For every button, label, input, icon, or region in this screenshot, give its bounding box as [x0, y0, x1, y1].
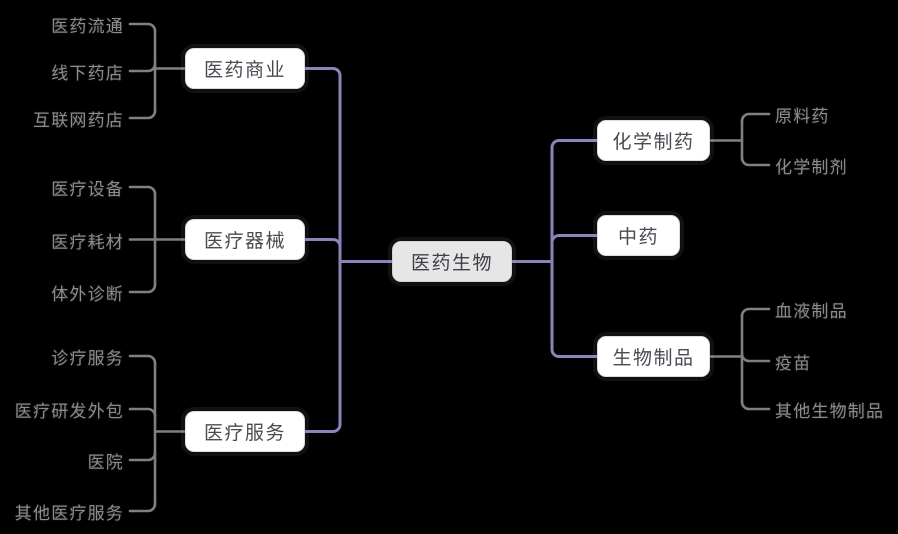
branch-node-zhongyao[interactable]: 中药	[597, 215, 680, 256]
branch-node-shengwu-zhipin[interactable]: 生物制品	[597, 336, 710, 377]
leaf-node-yiliao-fuwu-3[interactable]: 其他医疗服务	[14, 503, 124, 524]
connector-path	[128, 354, 157, 365]
connector-path	[128, 109, 157, 120]
connector-path	[128, 451, 157, 462]
leaf-node-yiliao-fuwu-2[interactable]: 医院	[87, 452, 124, 473]
leaf-node-huaxue-zhiyao-0[interactable]: 原料药	[775, 106, 830, 127]
branch-node-yiliao-fuwu[interactable]: 医疗服务	[185, 411, 305, 452]
connector-path	[303, 67, 342, 77]
connector-path	[740, 400, 771, 411]
leaf-node-yiliao-fuwu-0[interactable]: 诊疗服务	[51, 348, 124, 369]
connector-path	[128, 283, 157, 294]
connector-path	[128, 22, 157, 33]
leaf-node-huaxue-zhiyao-1[interactable]: 化学制剂	[775, 157, 848, 178]
leaf-node-yiyao-shangye-0[interactable]: 医药流通	[51, 16, 124, 37]
connector-path	[740, 352, 771, 363]
root-node[interactable]: 医药生物	[392, 241, 512, 282]
leaf-node-shengwu-zhipin-1[interactable]: 疫苗	[775, 353, 812, 374]
leaf-node-yiliao-qixie-2[interactable]: 体外诊断	[51, 284, 124, 305]
leaf-node-shengwu-zhipin-0[interactable]: 血液制品	[775, 301, 848, 322]
connector-path	[128, 502, 157, 513]
branch-node-huaxue-zhiyao[interactable]: 化学制药	[597, 120, 710, 161]
connector-path	[550, 348, 599, 358]
connector-path	[303, 423, 342, 433]
leaf-node-yiliao-qixie-0[interactable]: 医疗设备	[51, 179, 124, 200]
leaf-node-yiliao-qixie-1[interactable]: 医疗耗材	[51, 232, 124, 253]
leaf-node-yiliao-fuwu-1[interactable]: 医疗研发外包	[14, 401, 124, 422]
connector-path	[128, 62, 157, 73]
connector-path	[128, 407, 157, 418]
connector-path	[740, 307, 771, 318]
connector-path	[550, 139, 599, 149]
branch-node-yiyao-shangye[interactable]: 医药商业	[185, 48, 305, 89]
connector-path	[128, 185, 157, 196]
branch-node-yiliao-qixie[interactable]: 医疗器械	[185, 219, 305, 260]
connector-path	[740, 156, 771, 167]
leaf-node-yiyao-shangye-2[interactable]: 互联网药店	[33, 110, 124, 131]
leaf-node-yiyao-shangye-1[interactable]: 线下药店	[51, 63, 124, 84]
leaf-node-shengwu-zhipin-2[interactable]: 其他生物制品	[775, 401, 885, 422]
connector-path	[740, 112, 771, 123]
connector-path	[303, 238, 342, 248]
connector-path	[550, 234, 599, 244]
